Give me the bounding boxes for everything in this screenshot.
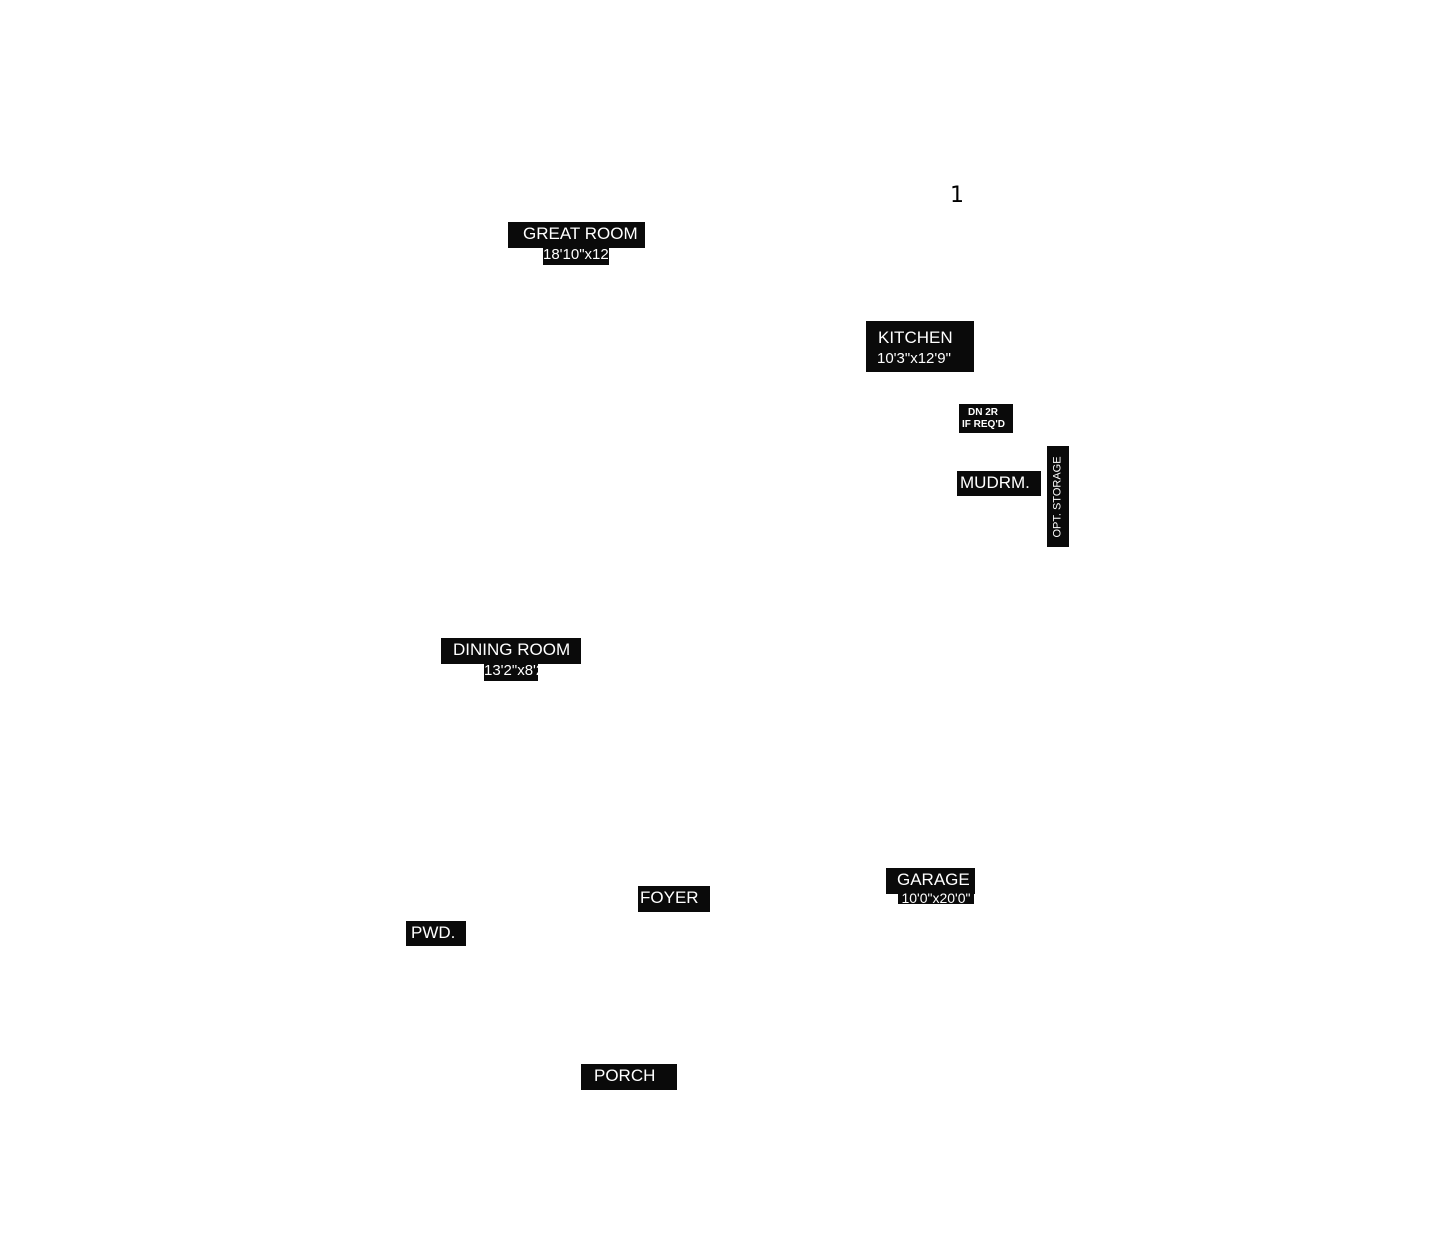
kitchen-name: KITCHEN [878,328,953,347]
dining-room-dimensions: 13'2"x8'2" [484,662,550,681]
foyer-name: FOYER [640,888,699,907]
garage-dimensions: 10'0"x20'0" [898,891,974,905]
dining-room-label: DINING ROOM [441,638,581,664]
great-room-dimensions: 18'10"x12'9" [543,246,626,265]
opt-storage-label: OPT. STORAGE [1047,446,1069,547]
foyer-label: FOYER [638,886,710,912]
mudroom-name: MUDRM. [960,473,1030,492]
garage-label: GARAGE [886,868,975,894]
dining-room-name: DINING ROOM [453,640,571,659]
porch-name: PORCH [594,1066,656,1085]
stair-note-line1: DN 2R [968,407,999,418]
powder-room-name: PWD. [411,923,456,942]
porch-label: PORCH [581,1064,677,1090]
mudroom-label: MUDRM. [957,471,1041,496]
powder-room-label: PWD. [406,921,466,946]
kitchen-dimensions: 10'3"x12'9" [877,350,951,367]
stair-note-line2: IF REQ'D [962,419,1005,430]
stair-note-label: DN 2R IF REQ'D [959,404,1013,433]
garage-name: GARAGE [897,870,970,889]
great-room-name: GREAT ROOM [523,224,638,243]
opt-storage-name: OPT. STORAGE [1051,455,1064,538]
kitchen-label: KITCHEN 10'3"x12'9" [866,321,974,372]
level-number: 1 [950,183,964,208]
great-room-label: GREAT ROOM [508,222,645,248]
